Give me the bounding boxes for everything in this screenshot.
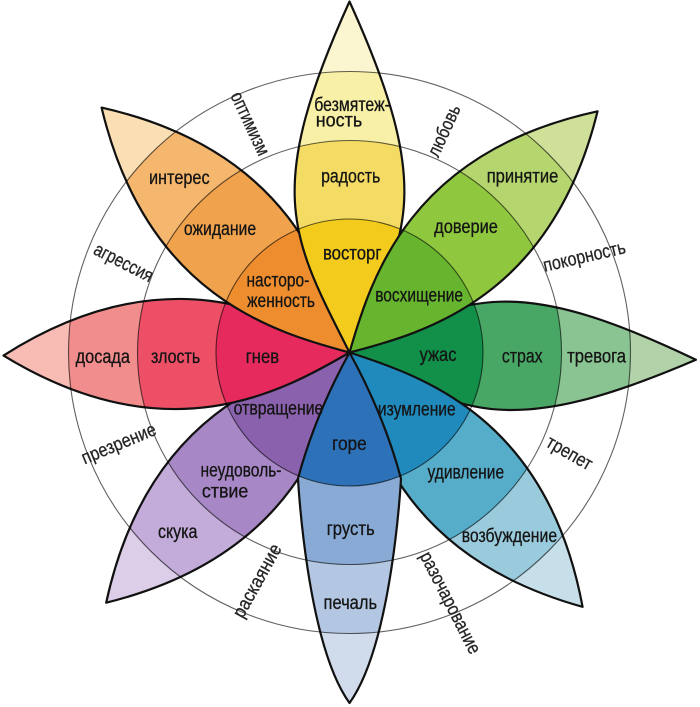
svg-text:возбуждение: возбуждение bbox=[462, 526, 557, 547]
svg-text:восторг: восторг bbox=[323, 244, 381, 265]
svg-text:скука: скука bbox=[158, 522, 198, 543]
svg-text:грусть: грусть bbox=[327, 519, 375, 540]
svg-text:горе: горе bbox=[332, 434, 367, 455]
svg-text:женность: женность bbox=[247, 291, 315, 312]
svg-text:досада: досада bbox=[76, 347, 131, 368]
svg-text:радость: радость bbox=[321, 167, 380, 188]
svg-text:принятие: принятие bbox=[487, 166, 559, 187]
svg-text:ожидание: ожидание bbox=[184, 219, 256, 240]
svg-text:изумление: изумление bbox=[378, 400, 456, 421]
svg-text:страх: страх bbox=[502, 347, 543, 368]
svg-text:неудоволь-: неудоволь- bbox=[201, 461, 282, 482]
svg-text:безмятеж-: безмятеж- bbox=[314, 95, 390, 116]
svg-text:злость: злость bbox=[151, 347, 200, 368]
svg-text:отвращение: отвращение bbox=[234, 399, 324, 420]
svg-text:ствие: ствие bbox=[202, 482, 249, 503]
svg-text:восхищение: восхищение bbox=[375, 286, 463, 307]
svg-text:ужас: ужас bbox=[420, 345, 457, 366]
svg-text:доверие: доверие bbox=[434, 217, 498, 238]
svg-text:печаль: печаль bbox=[324, 593, 378, 614]
svg-text:интерес: интерес bbox=[149, 168, 210, 189]
svg-text:тревога: тревога bbox=[567, 347, 626, 368]
svg-text:насторо-: насторо- bbox=[246, 270, 309, 291]
svg-text:гнев: гнев bbox=[246, 347, 279, 368]
svg-text:ность: ность bbox=[316, 111, 363, 132]
svg-text:удивление: удивление bbox=[428, 463, 505, 484]
